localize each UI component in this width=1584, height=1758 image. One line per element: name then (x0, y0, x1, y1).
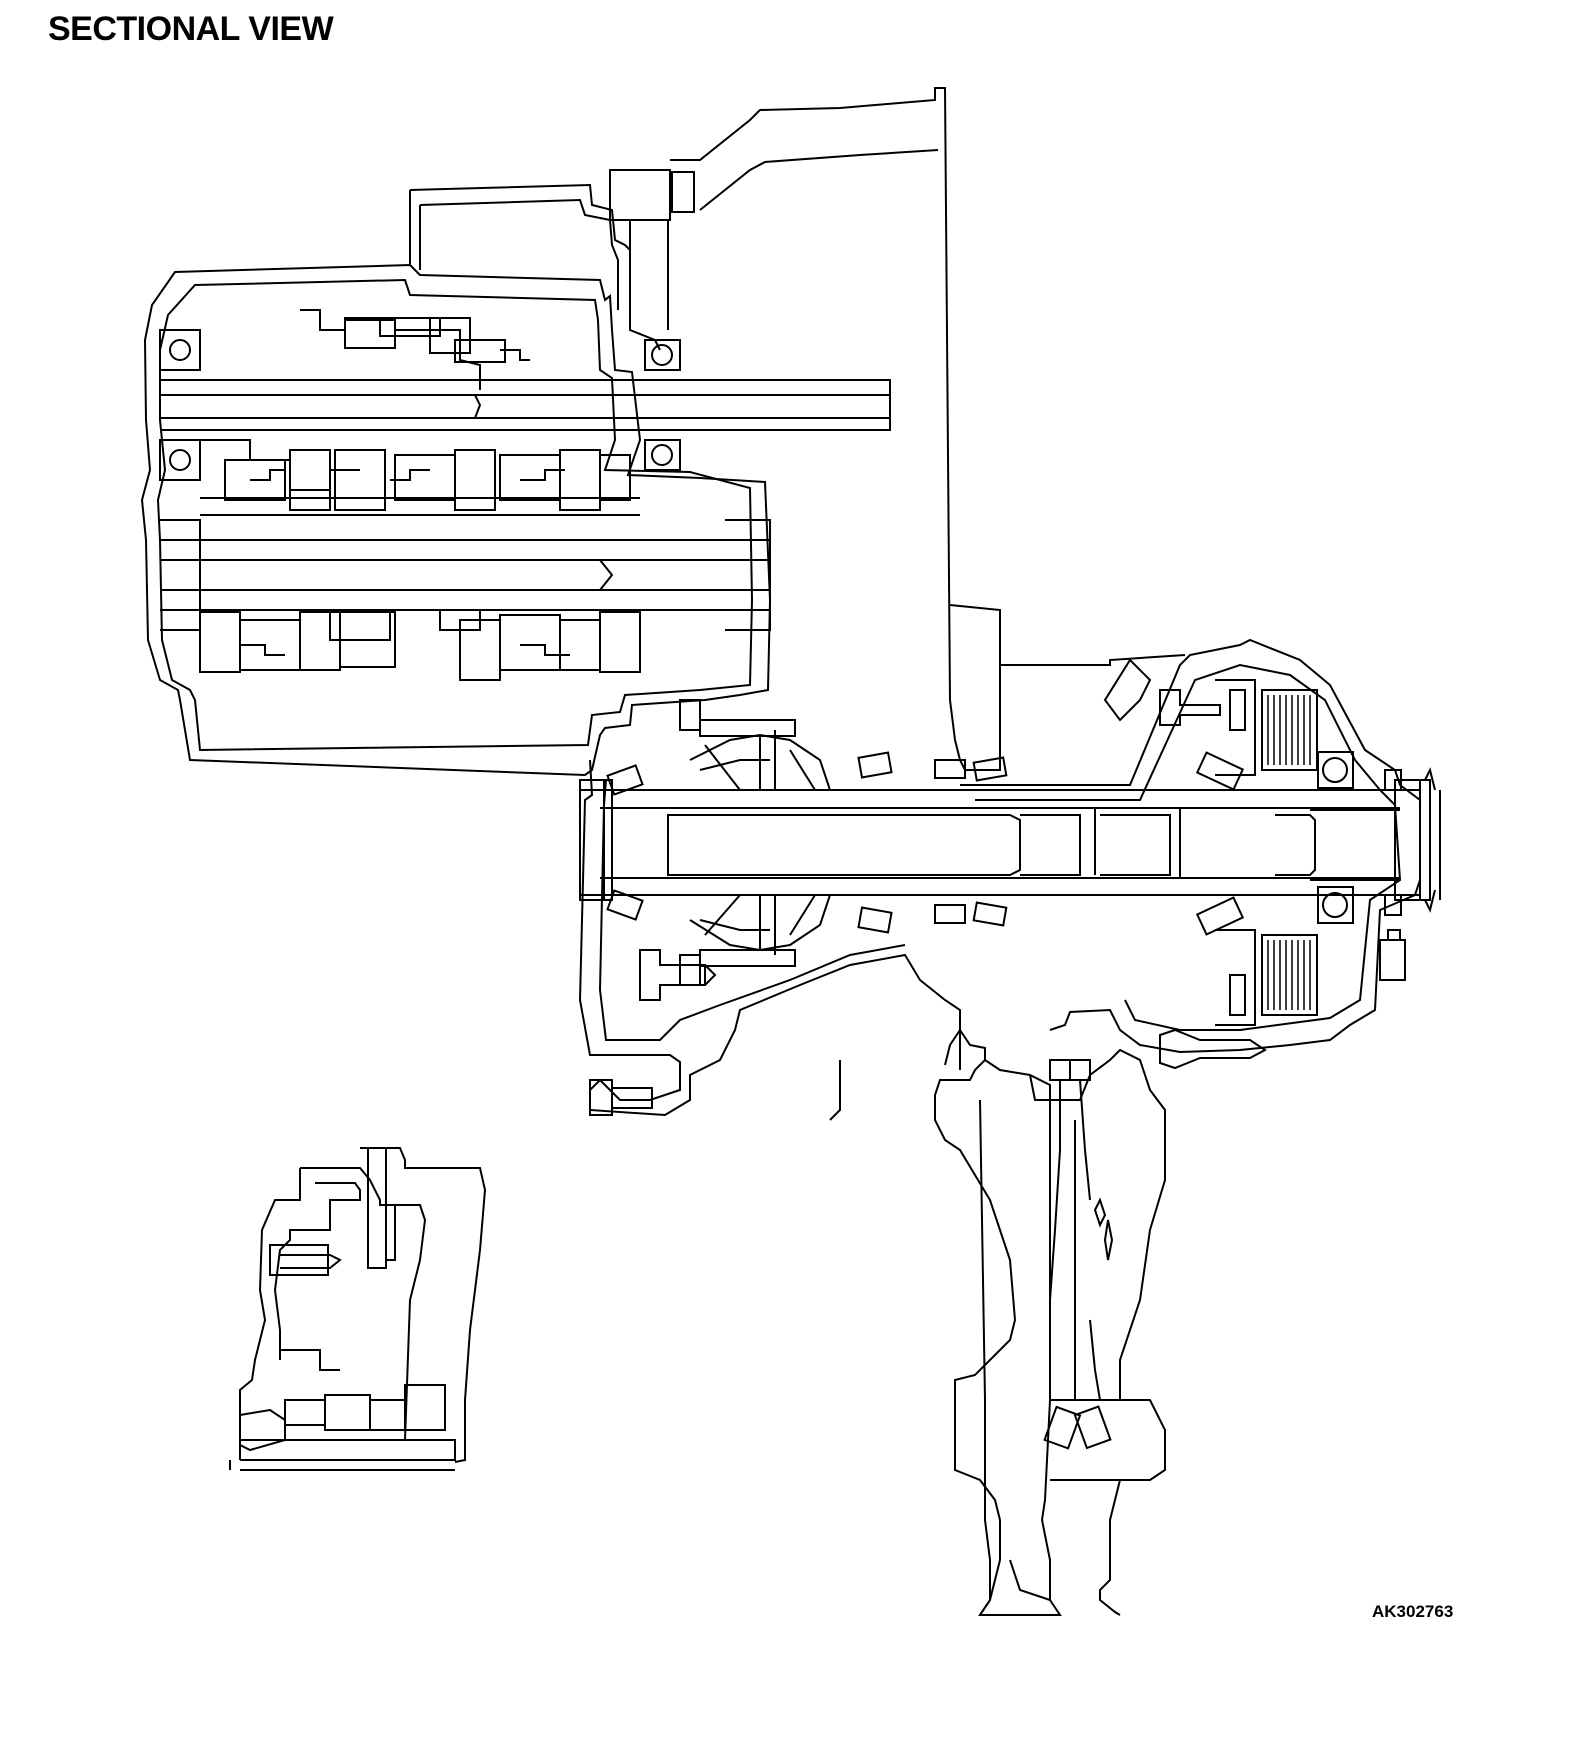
differential-gears (679, 699, 831, 986)
bearings (606, 751, 1402, 936)
transmission-housing (140, 87, 951, 777)
differential-housing (578, 604, 1421, 1117)
drive-shaft (579, 779, 1431, 901)
upper-gear-set (200, 309, 631, 511)
seals-and-details (829, 767, 1441, 1121)
coupling-clutch-pack (1215, 679, 1406, 1026)
output-shaft (160, 497, 771, 681)
page-title: SECTIONAL VIEW (48, 10, 334, 48)
detail-inset-drawing (229, 1147, 487, 1471)
input-shaft (159, 329, 891, 481)
figure-id-label: AK302763 (1372, 1602, 1454, 1621)
bolts (589, 658, 1267, 1116)
output-extension-housing (934, 1048, 1166, 1616)
